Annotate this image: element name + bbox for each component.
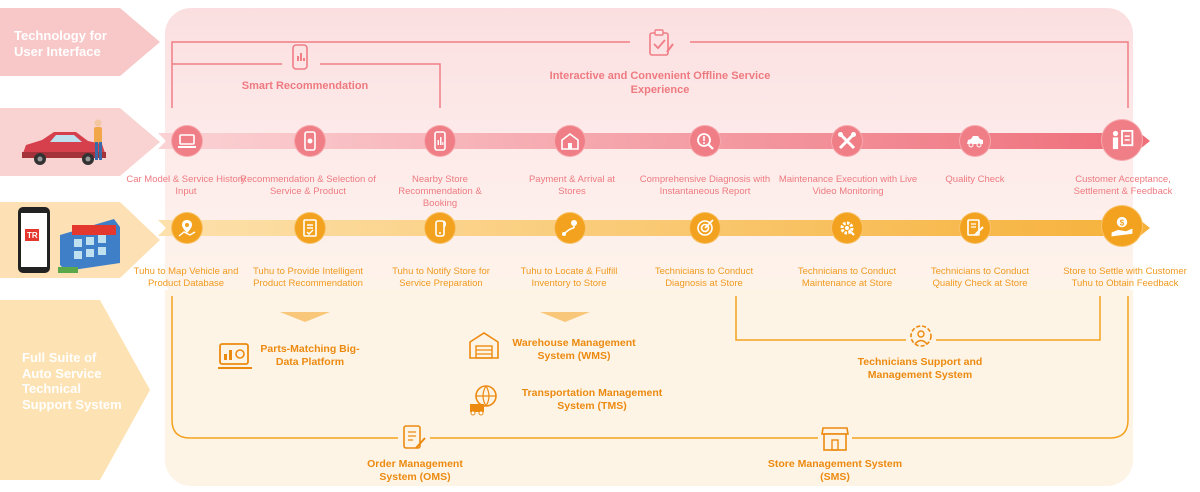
svg-text:TR: TR <box>27 231 38 240</box>
step-label: Payment & Arrival at Stores <box>528 174 616 197</box>
step-label: Tuhu to Locate & Fulfill Inventory to St… <box>520 266 618 289</box>
phone-chart-icon <box>425 126 455 156</box>
smart-recommendation-label: Smart Recommendation <box>241 80 369 92</box>
gear-tool-icon <box>832 213 862 243</box>
phone-store-icon: TR <box>18 207 120 273</box>
step-label: Comprehensive Diagnosis with Instantaneo… <box>639 174 771 197</box>
step-label: Store to Settle with Customer Tuhu to Ob… <box>1063 266 1187 289</box>
store-icon <box>555 126 585 156</box>
step-label: Technicians to Conduct Quality Check at … <box>930 266 1030 289</box>
storefront-icon <box>821 427 849 451</box>
wms-label: Warehouse Management System (WMS) <box>512 337 636 363</box>
globe-truck-icon <box>470 385 497 416</box>
clipboard-check-icon <box>649 29 674 56</box>
support-system-label: Full Suite of Auto Service Technical Sup… <box>22 350 122 412</box>
step-label: Recommendation & Selection of Service & … <box>240 174 376 197</box>
phone-touch-icon <box>295 126 325 156</box>
step-label: Technicians to Conduct Diagnosis at Stor… <box>654 266 754 289</box>
ui-tech-label: Technology for User Interface <box>14 28 107 59</box>
location-route-icon <box>555 213 585 243</box>
sms-label: Store Management System (SMS) <box>767 458 903 484</box>
smart-phone-icon <box>292 44 308 70</box>
dashboard-icon <box>218 343 252 369</box>
step-label: Technicians to Conduct Maintenance at St… <box>797 266 897 289</box>
wrench-cross-icon <box>832 126 862 156</box>
map-pin-icon <box>172 213 202 243</box>
interactive-experience-label: Interactive and Convenient Offline Servi… <box>549 70 771 96</box>
target-icon <box>690 213 720 243</box>
step-label: Maintenance Execution with Live Video Mo… <box>778 174 918 197</box>
oms-label: Order Management System (OMS) <box>367 458 463 484</box>
parts-matching-label: Parts-Matching Big-Data Platform <box>260 343 360 369</box>
checklist-icon <box>295 213 325 243</box>
step-label: Car Model & Service History Input <box>126 174 246 197</box>
laptop-icon <box>172 126 202 156</box>
tms-label: Transportation Management System (TMS) <box>521 387 663 413</box>
people-doc-icon <box>1102 120 1142 160</box>
doc-edit-icon <box>960 213 990 243</box>
car-person-icon <box>22 119 106 165</box>
technicians-system-label: Technicians Support and Management Syste… <box>857 356 983 382</box>
step-label: Tuhu to Notify Store for Service Prepara… <box>392 266 490 289</box>
svg-text:$: $ <box>1120 218 1125 227</box>
phone-signal-icon <box>425 213 455 243</box>
step-label: Quality Check <box>945 174 1005 185</box>
step-label: Customer Acceptance, Settlement & Feedba… <box>1073 174 1173 197</box>
team-gear-icon <box>910 325 932 347</box>
car-icon <box>960 126 990 156</box>
step-label: Tuhu to Map Vehicle and Product Database <box>133 266 239 289</box>
money-hand-icon: $ <box>1102 206 1142 246</box>
warehouse-icon <box>469 332 499 359</box>
order-doc-icon <box>403 425 426 449</box>
step-label: Tuhu to Provide Intelligent Product Reco… <box>252 266 364 289</box>
magnifier-alert-icon <box>690 126 720 156</box>
step-label: Nearby Store Recommendation & Booking <box>398 174 482 209</box>
